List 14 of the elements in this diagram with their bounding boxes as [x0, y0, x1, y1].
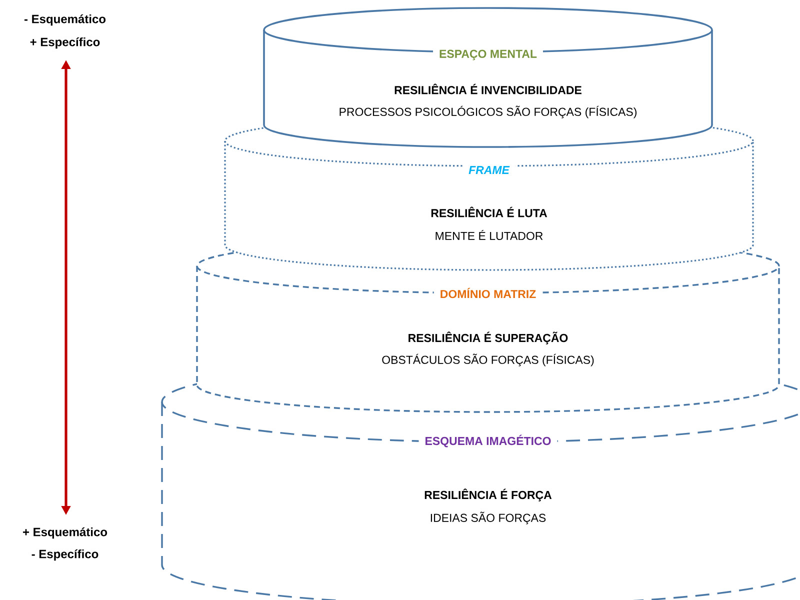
- node-label: RESILIÊNCIA É SUPERAÇÃO: [408, 332, 568, 344]
- scale-label: + Específico: [30, 37, 100, 49]
- node-label: RESILIÊNCIA É FORÇA: [424, 488, 552, 502]
- scale-label: - Esquemático: [24, 14, 106, 26]
- scale-label: + Esquemático: [23, 527, 108, 539]
- node-label: RESILIÊNCIA É INVENCIBILIDADE: [394, 84, 582, 94]
- node-label: MENTE É LUTADOR: [436, 230, 543, 240]
- node-label: DOMÍNIO MATRIZ: [440, 288, 536, 298]
- node-label: IDEIAS SÃO FORÇAS: [430, 512, 546, 524]
- node-label: FRAME: [468, 166, 510, 174]
- node-label: RESILIÊNCIA É LUTA: [431, 206, 548, 218]
- scale-label: - Específico: [32, 549, 98, 561]
- cylinder: ESPAÇO MENTAL RESILIÊNCIA É INVENCIBILIDADE PROCESSOS PSICOLÓGICOS SÃO FORÇAS (FÍSICAS): [263, 7, 713, 148]
- node-label: ESPAÇO MENTAL: [440, 50, 537, 60]
